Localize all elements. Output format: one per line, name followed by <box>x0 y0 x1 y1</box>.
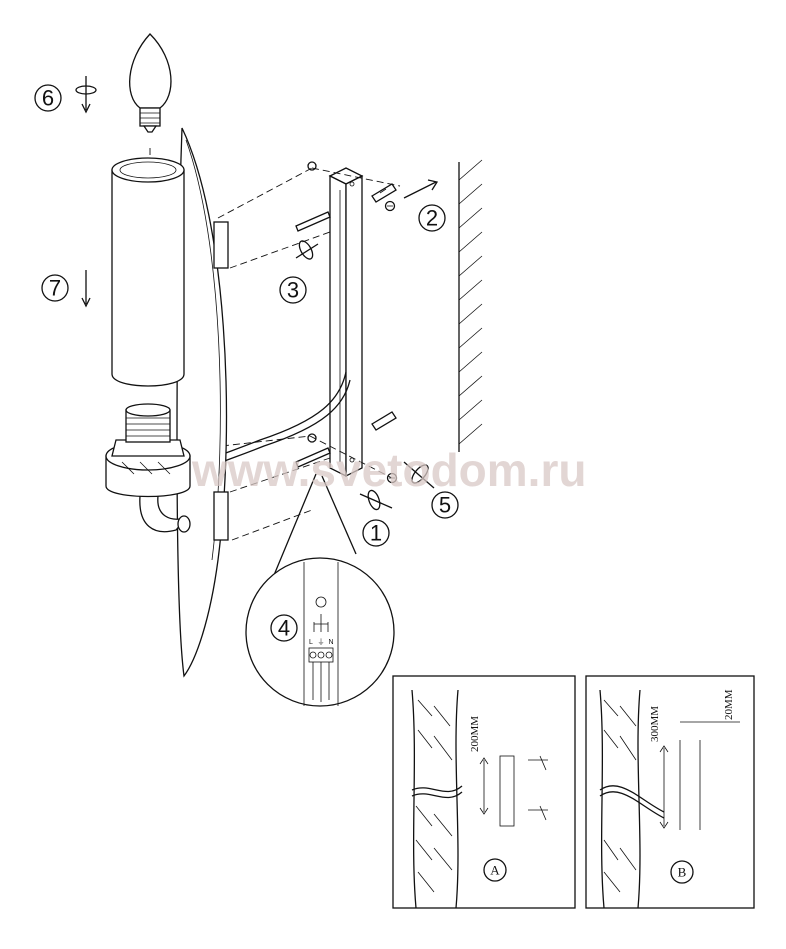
terminal-earth-label: ⏚ <box>318 638 325 646</box>
wall-plug-top <box>371 183 397 203</box>
terminal-l-label: L <box>309 639 313 646</box>
wall-plug-bottom <box>371 411 397 431</box>
step-7-badge: 7 <box>41 274 69 302</box>
screw-rotate-icon-3 <box>359 489 393 511</box>
backplate <box>176 127 229 678</box>
down-arrow-icon <box>81 270 91 308</box>
step-3-badge: 3 <box>279 276 307 304</box>
terminal-n-label: N <box>328 639 333 646</box>
wall <box>458 159 483 452</box>
supply-cable <box>217 371 351 463</box>
panel-a: 200MM A <box>392 675 576 909</box>
svg-text:7: 7 <box>49 276 61 301</box>
svg-text:5: 5 <box>439 493 451 518</box>
lampholder <box>105 403 191 498</box>
svg-text:4: 4 <box>278 616 290 641</box>
step-2-badge: 2 <box>418 204 446 232</box>
screws-and-plugs <box>295 161 398 484</box>
panel-b-offset-dimension: 20MM <box>723 689 735 720</box>
glass-shade <box>111 157 185 387</box>
step-1-badge: 1 <box>362 519 390 547</box>
mounting-screw-bottom <box>295 433 331 468</box>
mounting-bracket <box>328 167 364 478</box>
panel-b: 300MM 20MM B <box>585 675 755 909</box>
rotate-arrow-icon <box>75 76 97 114</box>
panel-a-dimension: 200MM <box>469 716 481 752</box>
wiring-detail-callout: L ⏚ N <box>245 473 395 707</box>
step-5-badge: 5 <box>431 491 459 519</box>
panel-b-height-dimension: 300MM <box>649 706 661 742</box>
svg-text:1: 1 <box>370 521 382 546</box>
step-4-badge: 4 <box>270 614 298 642</box>
mounting-screw-top <box>295 161 331 232</box>
panel-a-label: A <box>490 863 500 878</box>
screw-rotate-icon <box>295 240 319 260</box>
svg-text:6: 6 <box>42 86 54 111</box>
screw-head-top <box>384 200 396 212</box>
panel-b-label: B <box>678 865 687 880</box>
lamp-arm <box>139 495 191 533</box>
svg-text:3: 3 <box>287 278 299 303</box>
insert-arrow-icon <box>403 179 439 199</box>
watermark: www.svetodom.ru <box>191 444 586 496</box>
svg-text:2: 2 <box>426 206 438 231</box>
step-6-badge: 6 <box>34 84 62 112</box>
screw-rotate-icon-2 <box>403 461 435 489</box>
candle-bulb <box>129 33 172 133</box>
